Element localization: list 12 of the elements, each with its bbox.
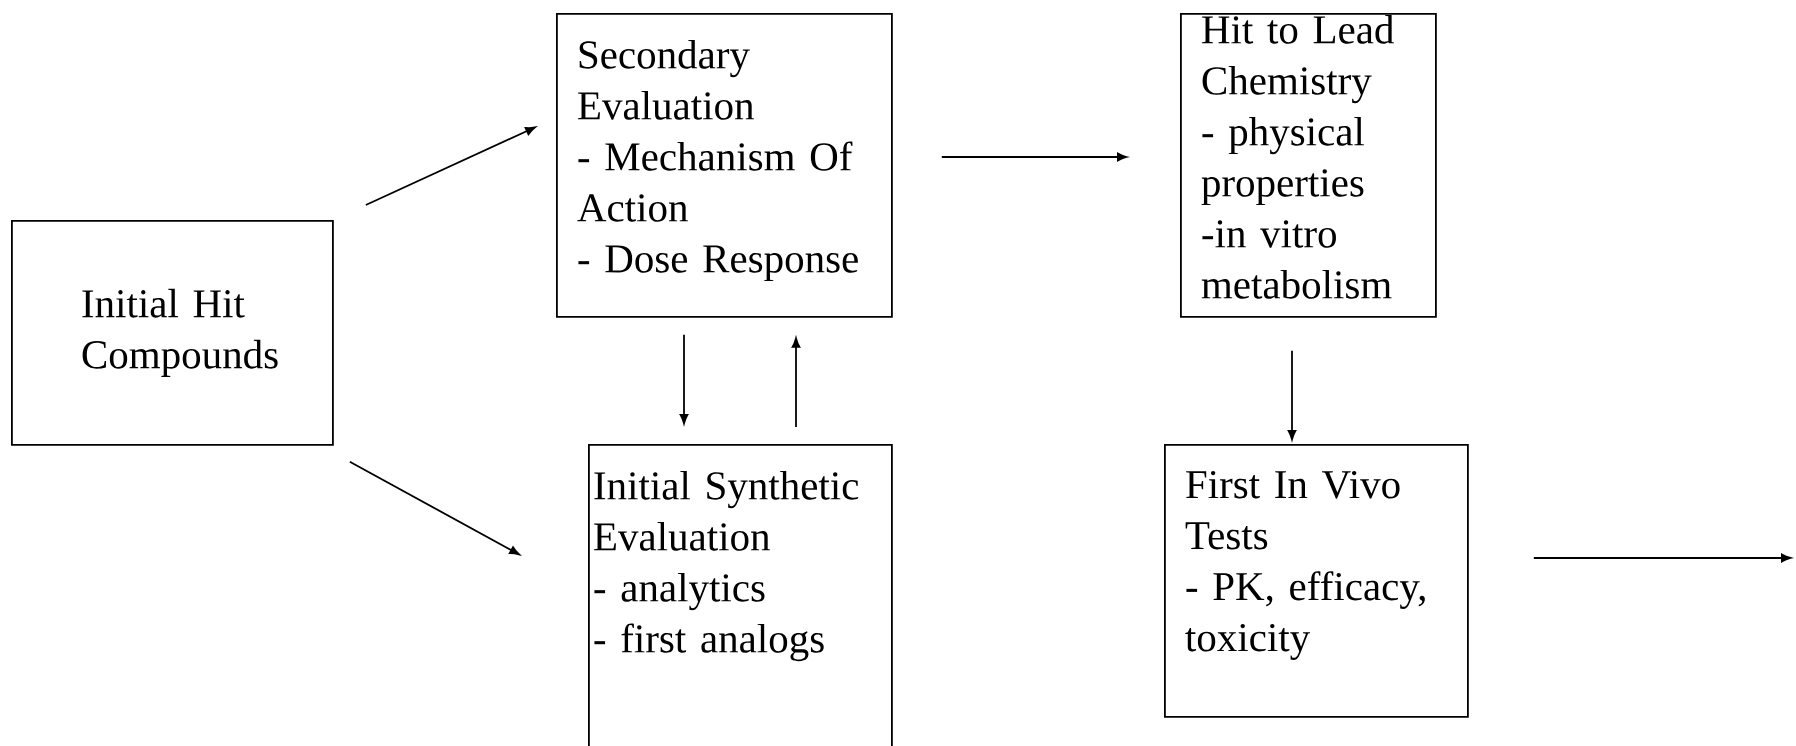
arrow bbox=[348, 460, 520, 556]
arrow bbox=[679, 333, 689, 425]
process-box: Hit to Lead Chemistry - physical properties -in vitro metabolism bbox=[1180, 13, 1437, 318]
process-box: Secondary Evaluation - Mechanism Of Action - Dose Response bbox=[556, 13, 893, 318]
process-box: Initial Synthetic Evaluation - analytics - first analogs bbox=[588, 444, 893, 746]
arrow bbox=[791, 337, 801, 428]
arrow bbox=[940, 152, 1128, 162]
arrow bbox=[364, 126, 536, 206]
process-box: First In Vivo Tests - PK, efficacy, toxicity bbox=[1164, 444, 1469, 718]
process-box: Initial Hit Compounds bbox=[11, 220, 334, 446]
arrow bbox=[1532, 553, 1792, 563]
arrow bbox=[1287, 349, 1297, 441]
